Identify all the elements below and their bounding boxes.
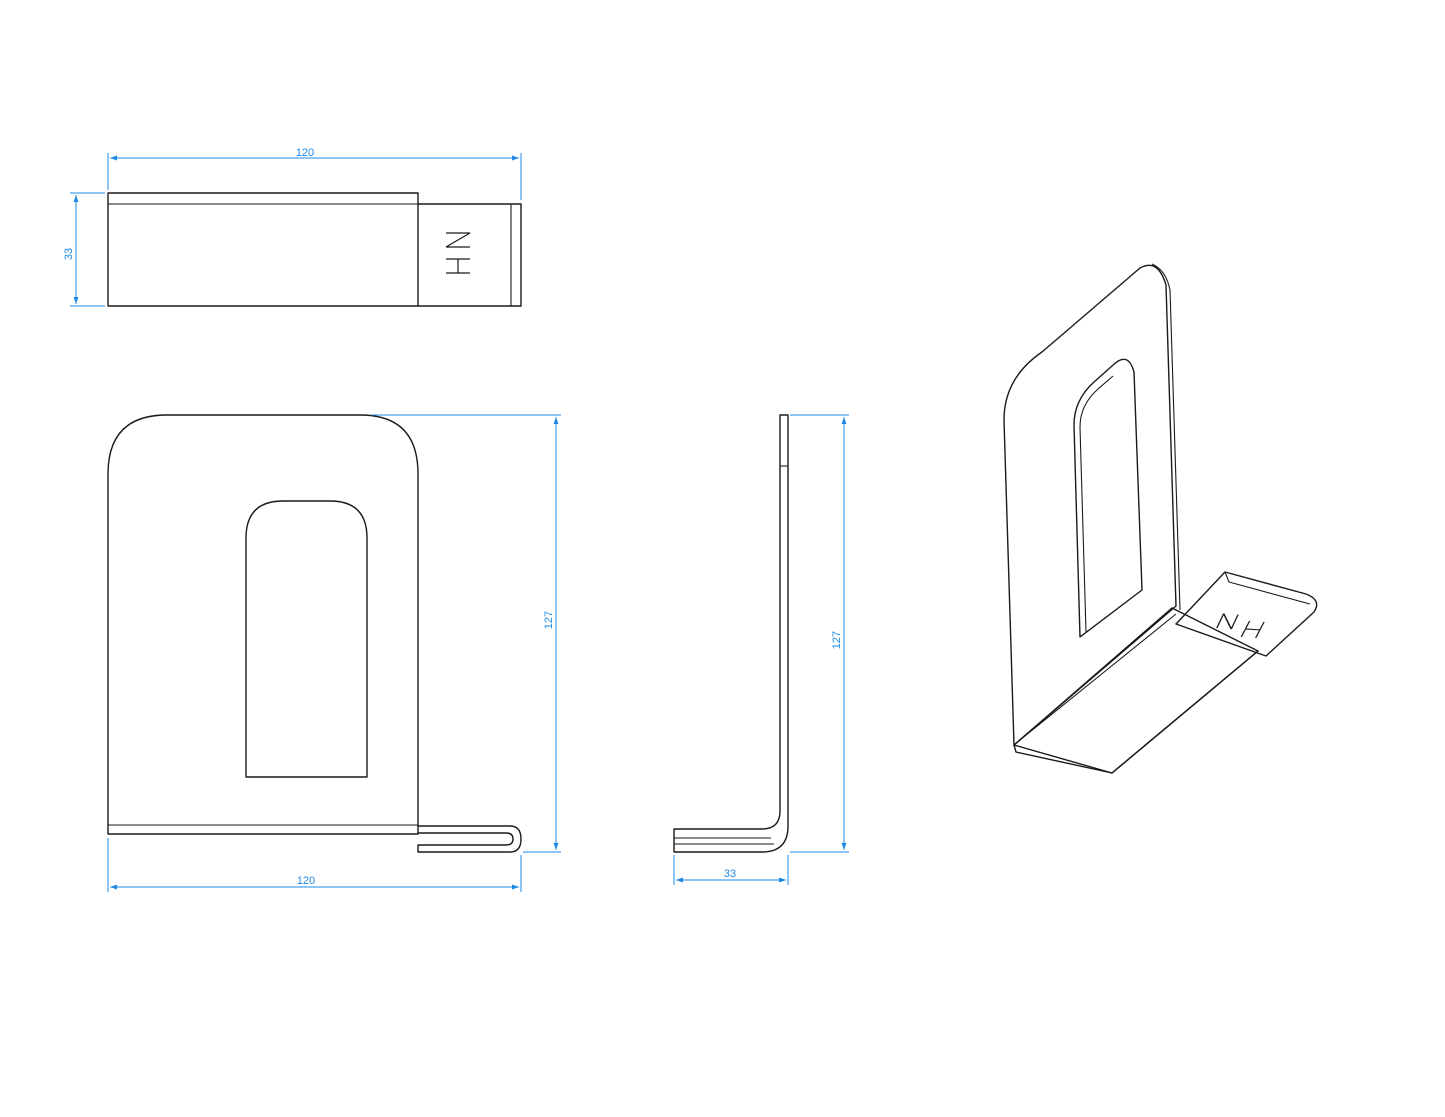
dimension-top-width: 120	[107, 147, 522, 200]
dim-label-front-width: 120	[297, 875, 315, 887]
dimension-front-width: 120	[107, 838, 522, 892]
front-view-window	[245, 500, 368, 778]
dimension-side-height: 127	[790, 414, 849, 853]
iso-tab	[1175, 571, 1318, 657]
top-view	[107, 192, 522, 307]
front-view-foot	[417, 825, 522, 853]
iso-base-front	[1013, 650, 1259, 774]
iso-base-bend	[1019, 613, 1177, 741]
side-view	[673, 414, 789, 853]
dim-label-top-width: 120	[296, 147, 314, 159]
side-view-profile	[673, 414, 789, 853]
iso-window	[1073, 358, 1143, 638]
dimension-side-depth: 33	[673, 855, 789, 885]
iso-plate-edge	[1151, 263, 1181, 611]
iso-base-top	[1013, 607, 1259, 774]
iso-tab-edge	[1224, 571, 1311, 605]
dim-label-top-height: 33	[63, 248, 75, 260]
dim-label-front-height: 127	[543, 611, 555, 629]
isometric-view	[1003, 263, 1318, 774]
dimension-front-height: 127	[372, 414, 561, 853]
nh-logo-top	[445, 232, 471, 274]
front-view	[107, 414, 522, 853]
dim-label-side-height: 127	[831, 631, 843, 649]
iso-plate-front	[1003, 264, 1177, 746]
iso-window-depth	[1079, 375, 1114, 633]
dim-label-side-depth: 33	[724, 868, 736, 880]
top-view-body	[107, 192, 419, 307]
top-view-tab	[417, 203, 522, 307]
front-view-plate	[107, 414, 419, 835]
nh-logo-iso	[1216, 613, 1265, 639]
dimension-top-height: 33	[63, 192, 105, 307]
